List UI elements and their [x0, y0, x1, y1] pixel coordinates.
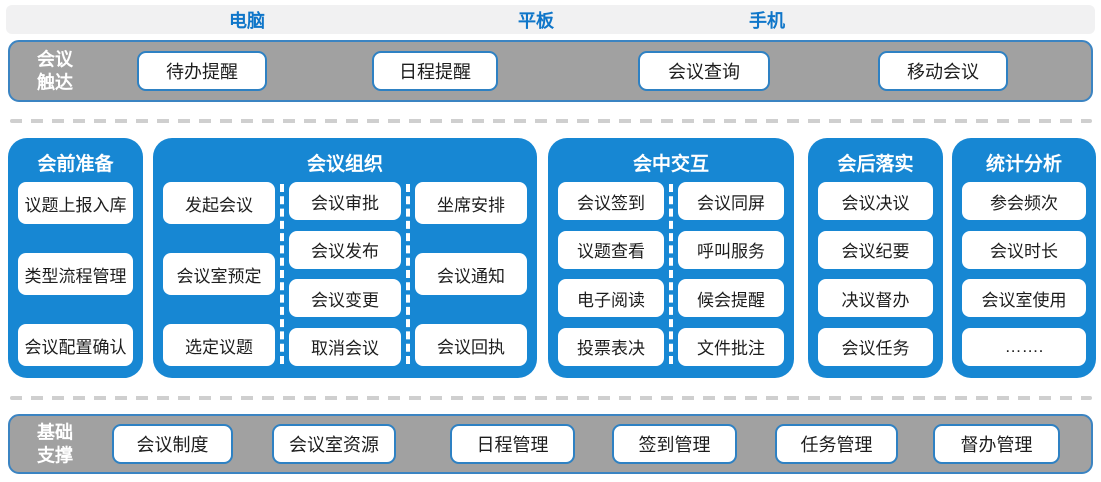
phase-box-file-annotation: 文件批注 — [678, 327, 784, 366]
meeting-reach-band: 会议 触达 待办提醒 日程提醒 会议查询 移动会议 — [8, 40, 1093, 102]
phase-box-meeting-publish: 会议发布 — [289, 230, 401, 269]
phase-box-resolution-supervision: 决议督办 — [818, 279, 933, 318]
phase-box-initiate-meeting: 发起会议 — [163, 182, 275, 224]
phase-post-meeting-title: 会后落实 — [837, 154, 914, 175]
phase-box-topic-submission: 议题上报入库 — [18, 182, 133, 224]
phase-statistics-title: 统计分析 — [985, 154, 1062, 175]
foundation-support-band-title: 基础 支撑 — [37, 422, 73, 466]
device-label-phone: 手机 — [749, 10, 785, 31]
dashed-column-separator — [406, 184, 410, 364]
phase-pre-meeting: 会前准备 议题上报入库 类型流程管理 会议配置确认 — [8, 138, 143, 378]
phase-in-meeting-interaction-title: 会中交互 — [632, 154, 709, 175]
reach-item-meeting-query: 会议查询 — [638, 51, 770, 91]
phase-pre-meeting-column: 议题上报入库 类型流程管理 会议配置确认 — [14, 182, 137, 366]
phase-box-meeting-approval: 会议审批 — [289, 182, 401, 220]
phase-box-type-flow-management: 类型流程管理 — [18, 253, 133, 295]
support-item-supervision-management: 督办管理 — [933, 424, 1060, 464]
phase-post-meeting: 会后落实 会议决议 会议纪要 决议督办 会议任务 — [808, 138, 943, 378]
phase-statistics: 统计分析 参会频次 会议时长 会议室使用 ……. — [952, 138, 1096, 378]
dashed-separator-bottom — [10, 396, 1092, 400]
phase-box-select-topics: 选定议题 — [163, 324, 275, 366]
organization-column-1: 发起会议 会议室预定 选定议题 — [159, 182, 279, 366]
phase-box-ellipsis: ……. — [962, 327, 1086, 366]
reach-item-mobile-meeting: 移动会议 — [878, 51, 1008, 91]
interaction-column-1: 会议签到 议题查看 电子阅读 投票表决 — [554, 182, 668, 366]
phase-box-meeting-change: 会议变更 — [289, 279, 401, 318]
phase-box-attendance-frequency: 参会频次 — [962, 182, 1086, 220]
reach-item-todo-reminder: 待办提醒 — [137, 51, 267, 91]
meeting-reach-band-title: 会议 触达 — [37, 49, 73, 93]
phase-meeting-organization: 会议组织 发起会议 会议室预定 选定议题 会议审批 会议发布 会议变更 取消会议… — [153, 138, 537, 378]
phase-box-room-usage: 会议室使用 — [962, 279, 1086, 318]
device-strip: 电脑 平板 手机 — [6, 5, 1095, 34]
phase-box-voting: 投票表决 — [558, 327, 664, 366]
phase-box-meeting-notice: 会议通知 — [415, 253, 527, 295]
phase-box-meeting-duration: 会议时长 — [962, 230, 1086, 269]
support-item-room-resources: 会议室资源 — [272, 424, 396, 464]
dashed-separator-top — [10, 119, 1092, 123]
organization-column-2: 会议审批 会议发布 会议变更 取消会议 — [285, 182, 405, 366]
phase-in-meeting-interaction: 会中交互 会议签到 议题查看 电子阅读 投票表决 会议同屏 呼叫服务 候会提醒 … — [548, 138, 794, 378]
phase-box-room-booking: 会议室预定 — [163, 253, 275, 295]
phase-box-meeting-minutes: 会议纪要 — [818, 230, 933, 269]
interaction-column-2: 会议同屏 呼叫服务 候会提醒 文件批注 — [674, 182, 788, 366]
phase-statistics-column: 参会频次 会议时长 会议室使用 ……. — [958, 182, 1090, 366]
phase-box-meeting-resolution: 会议决议 — [818, 182, 933, 220]
phase-box-waiting-reminder: 候会提醒 — [678, 279, 784, 318]
phase-pre-meeting-title: 会前准备 — [37, 154, 114, 175]
phase-box-call-service: 呼叫服务 — [678, 230, 784, 269]
phase-box-e-reading: 电子阅读 — [558, 279, 664, 318]
phase-box-meeting-receipt: 会议回执 — [415, 324, 527, 366]
support-item-schedule-management: 日程管理 — [450, 424, 575, 464]
phase-box-screen-mirroring: 会议同屏 — [678, 182, 784, 220]
device-label-tablet: 平板 — [518, 10, 554, 31]
support-item-meeting-rules: 会议制度 — [112, 424, 233, 464]
foundation-support-band: 基础 支撑 会议制度 会议室资源 日程管理 签到管理 任务管理 督办管理 — [8, 414, 1093, 474]
dashed-column-separator — [669, 184, 673, 364]
phase-box-meeting-checkin: 会议签到 — [558, 182, 664, 220]
phase-box-meeting-config-confirm: 会议配置确认 — [18, 324, 133, 366]
phase-post-meeting-column: 会议决议 会议纪要 决议督办 会议任务 — [814, 182, 937, 366]
phase-box-seat-arrangement: 坐席安排 — [415, 182, 527, 224]
device-label-pc: 电脑 — [229, 10, 265, 31]
phase-meeting-organization-title: 会议组织 — [306, 154, 383, 175]
organization-column-3: 坐席安排 会议通知 会议回执 — [411, 182, 531, 366]
phase-box-topic-view: 议题查看 — [558, 230, 664, 269]
phase-box-meeting-tasks: 会议任务 — [818, 327, 933, 366]
support-item-task-management: 任务管理 — [775, 424, 898, 464]
phase-box-cancel-meeting: 取消会议 — [289, 327, 401, 366]
support-item-checkin-management: 签到管理 — [612, 424, 737, 464]
dashed-column-separator — [280, 184, 284, 364]
reach-item-schedule-reminder: 日程提醒 — [372, 51, 498, 91]
